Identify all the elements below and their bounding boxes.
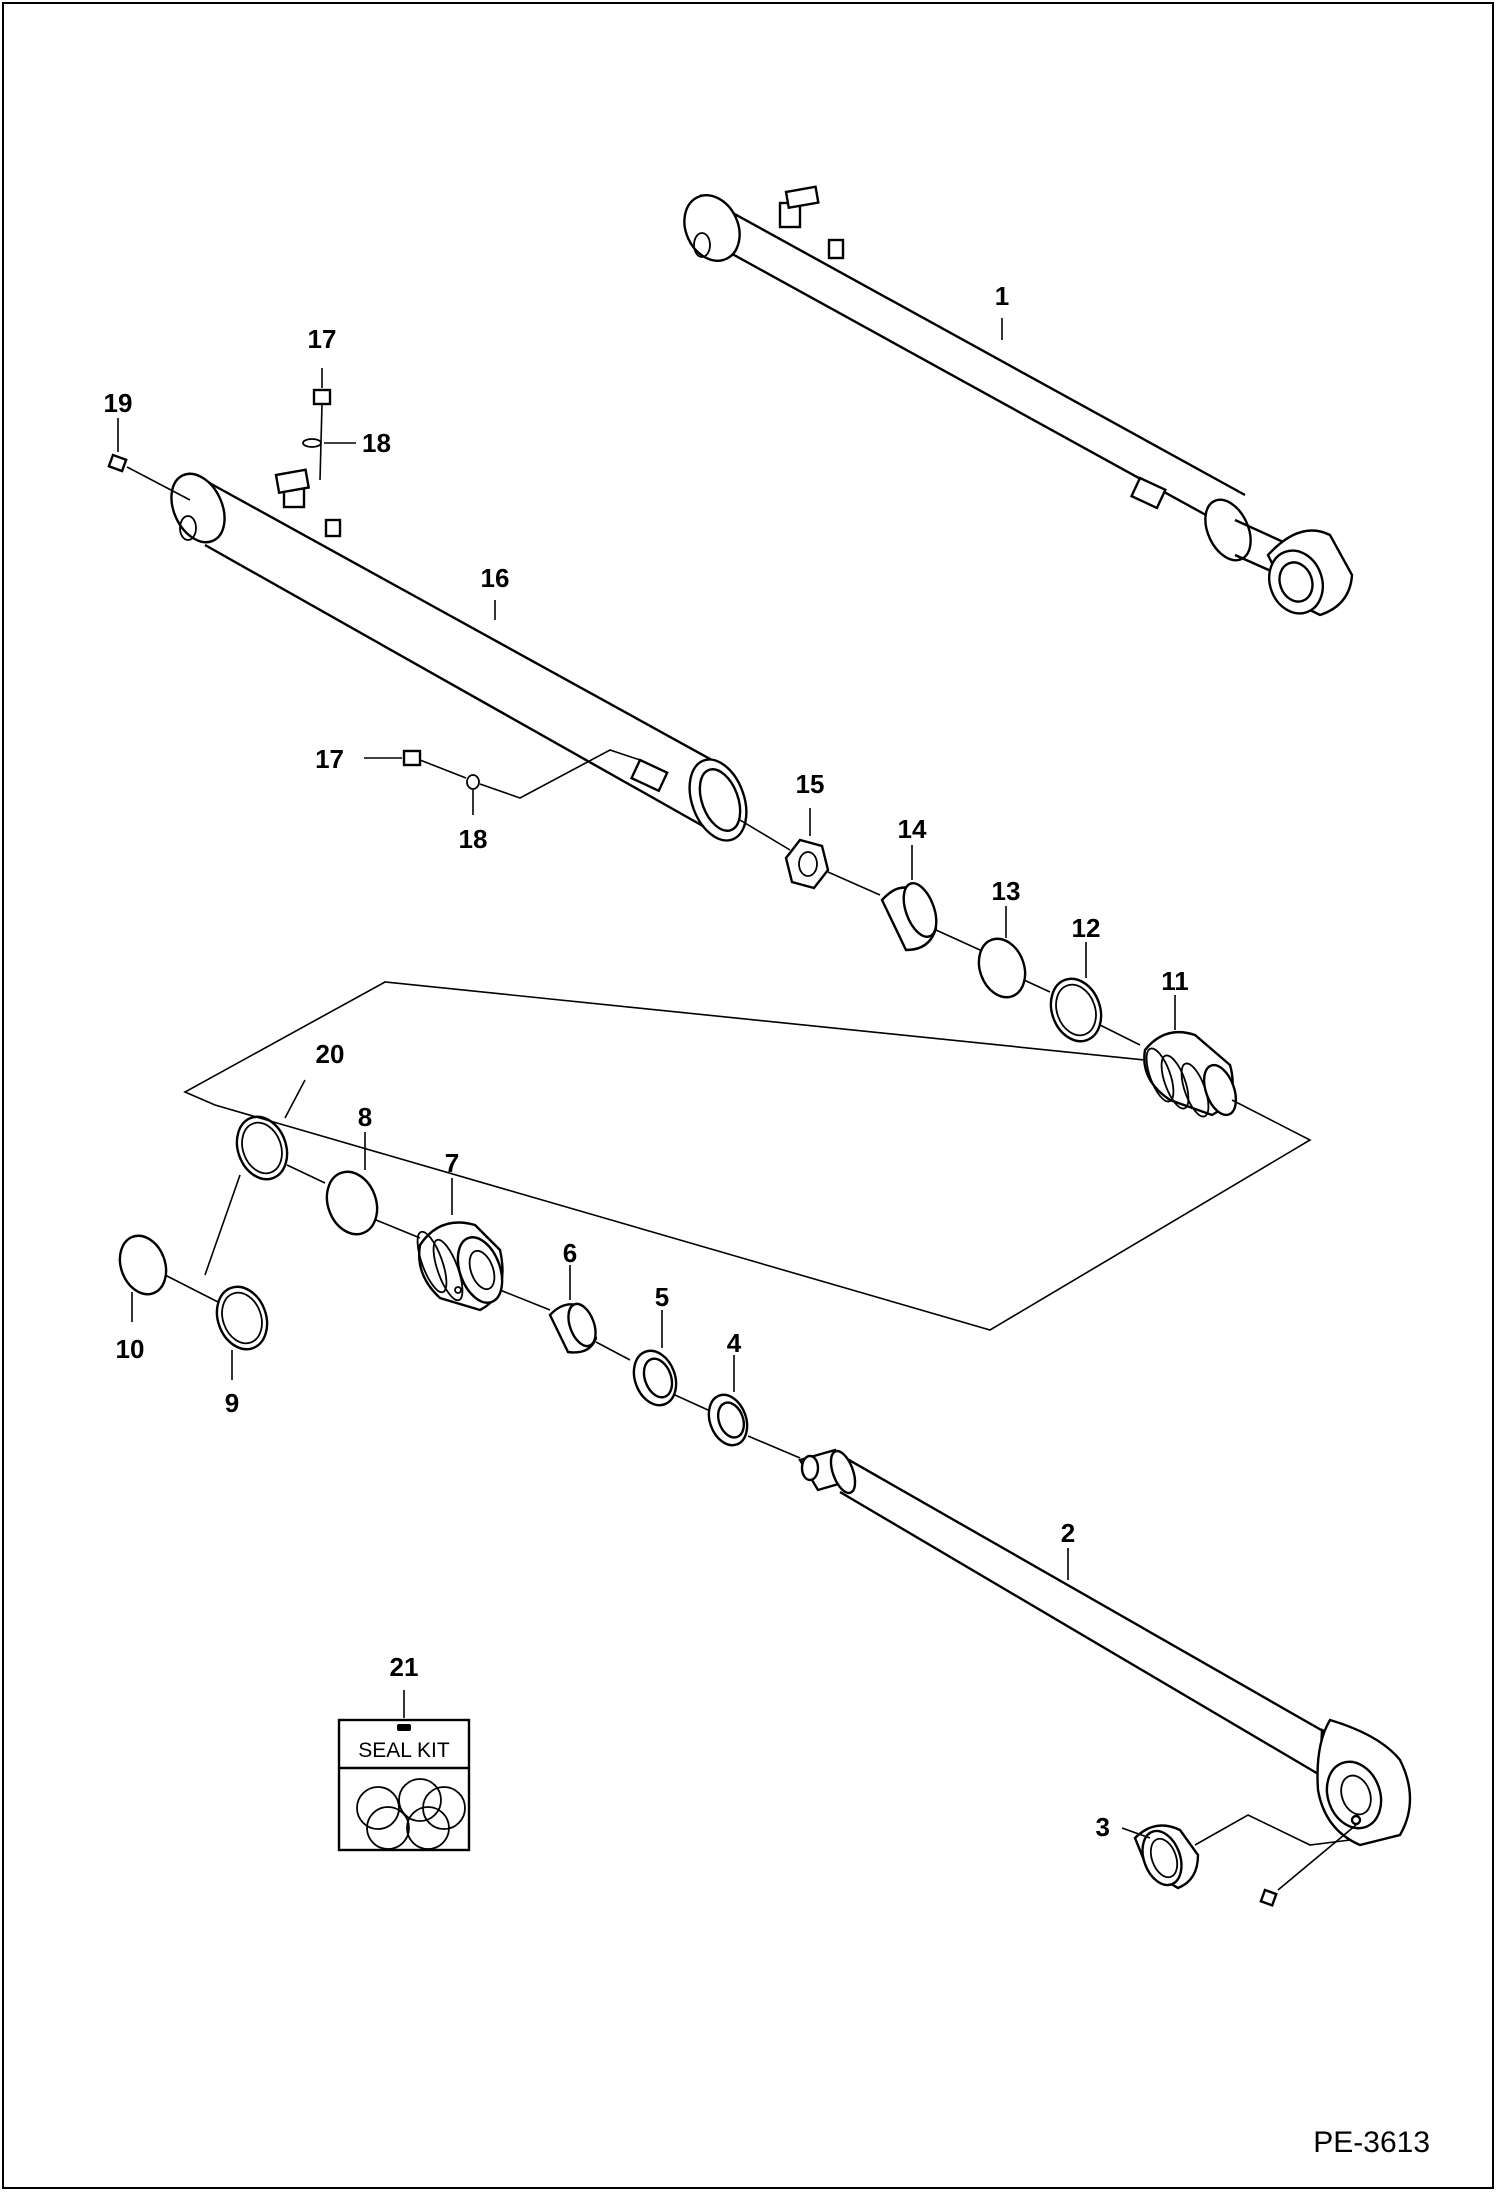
- callout-2: 2: [1061, 1518, 1075, 1548]
- part-4-wiper[interactable]: [702, 1389, 754, 1450]
- part-18-o-ring-upper[interactable]: [302, 438, 322, 448]
- callout-3: 3: [1096, 1812, 1110, 1842]
- callout-10: 10: [116, 1334, 145, 1364]
- callout-18-upper: 18: [362, 428, 391, 458]
- part-1-cylinder-assembly[interactable]: [674, 185, 1354, 621]
- part-20-backup-ring[interactable]: [229, 1110, 296, 1187]
- callout-1: 1: [995, 281, 1009, 311]
- callout-18-lower: 18: [459, 824, 488, 854]
- callout-21: 21: [390, 1652, 419, 1682]
- part-6-rod-wear-ring[interactable]: [548, 1300, 601, 1354]
- part-16-barrel[interactable]: [161, 465, 757, 848]
- callout-5: 5: [655, 1282, 669, 1312]
- callout-12: 12: [1072, 913, 1101, 943]
- part-9-backup-ring[interactable]: [209, 1280, 276, 1357]
- part-13-o-ring[interactable]: [971, 932, 1033, 1003]
- callout-17-upper: 17: [308, 324, 337, 354]
- part-21-seal-kit[interactable]: [337, 1718, 471, 1852]
- part-19-grease-fitting[interactable]: [107, 453, 128, 473]
- callout-9: 9: [225, 1388, 239, 1418]
- part-8-o-ring[interactable]: [319, 1165, 386, 1242]
- callout-11: 11: [1161, 966, 1189, 996]
- callout-19: 19: [104, 388, 133, 418]
- part-10-o-ring[interactable]: [112, 1229, 174, 1300]
- seal-kit-label: SEAL KIT: [358, 1739, 450, 1762]
- callout-13: 13: [992, 876, 1021, 906]
- part-17-plug-upper[interactable]: [312, 388, 332, 406]
- callout-6: 6: [563, 1238, 577, 1268]
- part-3-bushing[interactable]: [1133, 1824, 1200, 1891]
- drawing-reference: PE-3613: [1313, 2126, 1430, 2159]
- callout-16: 16: [481, 563, 510, 593]
- part-17-plug-lower[interactable]: [402, 749, 422, 767]
- part-14-wear-ring[interactable]: [880, 879, 943, 952]
- callout-20: 20: [316, 1039, 345, 1069]
- part-7-head[interactable]: [412, 1221, 511, 1312]
- callout-7: 7: [445, 1148, 459, 1178]
- callout-14: 14: [898, 814, 927, 844]
- callout-4: 4: [727, 1328, 742, 1358]
- part-12-seal[interactable]: [1043, 972, 1110, 1049]
- callout-17-lower: 17: [315, 744, 344, 774]
- part-11-piston[interactable]: [1141, 1030, 1242, 1120]
- grease-fitting-rod[interactable]: [1259, 1888, 1278, 1907]
- callout-8: 8: [358, 1102, 372, 1132]
- part-5-rod-seal[interactable]: [627, 1345, 684, 1411]
- part-15-lock-nut[interactable]: [784, 838, 830, 890]
- part-18-o-ring-lower[interactable]: [466, 774, 480, 790]
- callout-15: 15: [796, 769, 825, 799]
- part-2-rod[interactable]: [798, 1448, 1412, 1847]
